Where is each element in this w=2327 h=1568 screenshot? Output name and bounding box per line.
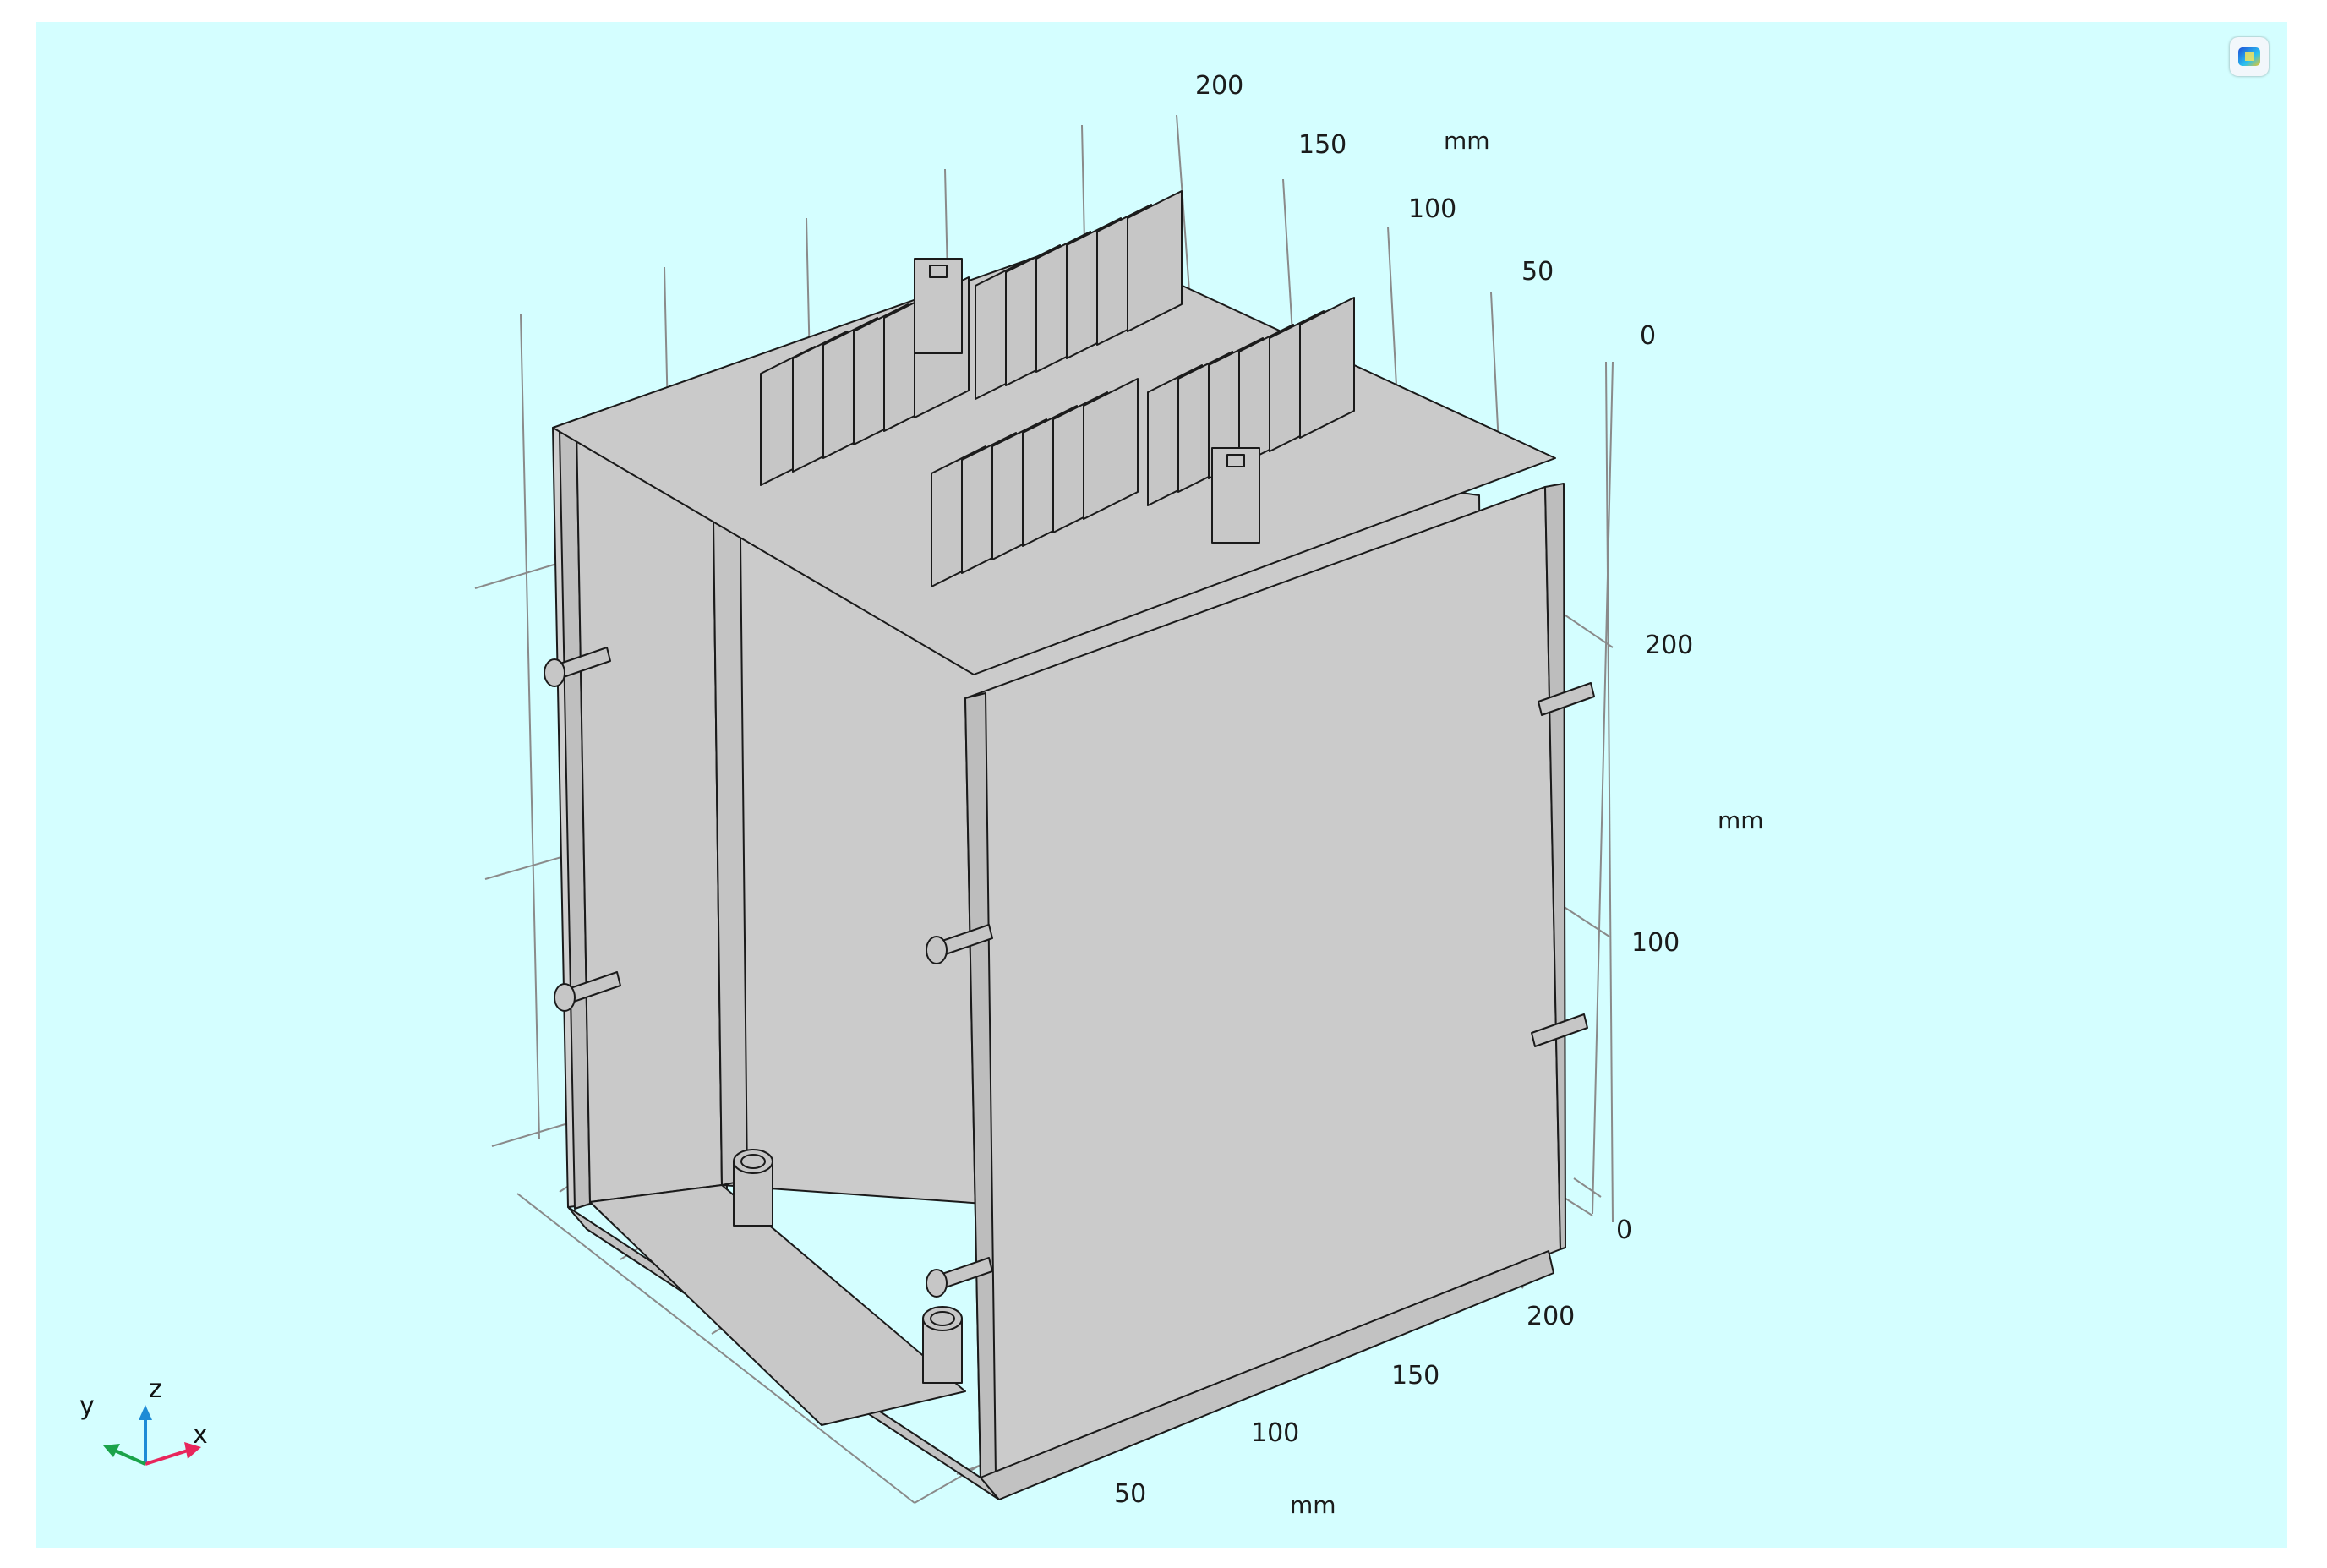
triad-y-label: y [79, 1391, 95, 1421]
z-axis-tick-100: 100 [1631, 928, 1680, 958]
z-axis-unit: mm [1718, 806, 1764, 834]
x-axis-tick-200: 200 [1527, 1302, 1576, 1331]
x-axis-tick-50: 50 [1114, 1479, 1147, 1509]
render-mode-icon [2238, 47, 2260, 66]
x-axis-arrowhead [184, 1442, 201, 1459]
y-axis-unit: mm [1444, 127, 1490, 155]
y-axis-tick-50: 50 [1521, 257, 1554, 287]
model-geometry[interactable] [544, 190, 1595, 1500]
y-axis-tick-0: 0 [1640, 321, 1657, 351]
render-mode-button[interactable] [2230, 37, 2269, 76]
y-axis-tick-200: 200 [1195, 71, 1244, 101]
y-axis-tick-150: 150 [1298, 130, 1347, 160]
z-axis-tick-0: 0 [1616, 1216, 1633, 1245]
graphics-viewport[interactable]: 200 150 mm 100 50 0 200 mm 100 0 200 150… [36, 22, 2287, 1548]
z-axis-arrowhead [139, 1405, 152, 1420]
triad-x-label: x [193, 1420, 208, 1450]
x-axis-unit: mm [1290, 1491, 1336, 1519]
x-axis-arrow [145, 1449, 188, 1466]
y-axis-arrow [114, 1449, 146, 1466]
z-axis-tick-200: 200 [1645, 631, 1694, 660]
triad-z-label: z [149, 1374, 162, 1404]
y-axis-tick-100: 100 [1408, 194, 1457, 224]
y-axis-arrowhead [103, 1444, 120, 1457]
x-axis-tick-100: 100 [1251, 1418, 1300, 1448]
x-axis-tick-150: 150 [1391, 1361, 1440, 1390]
coordinate-triad [103, 1405, 201, 1466]
model-scene[interactable] [36, 22, 2287, 1548]
